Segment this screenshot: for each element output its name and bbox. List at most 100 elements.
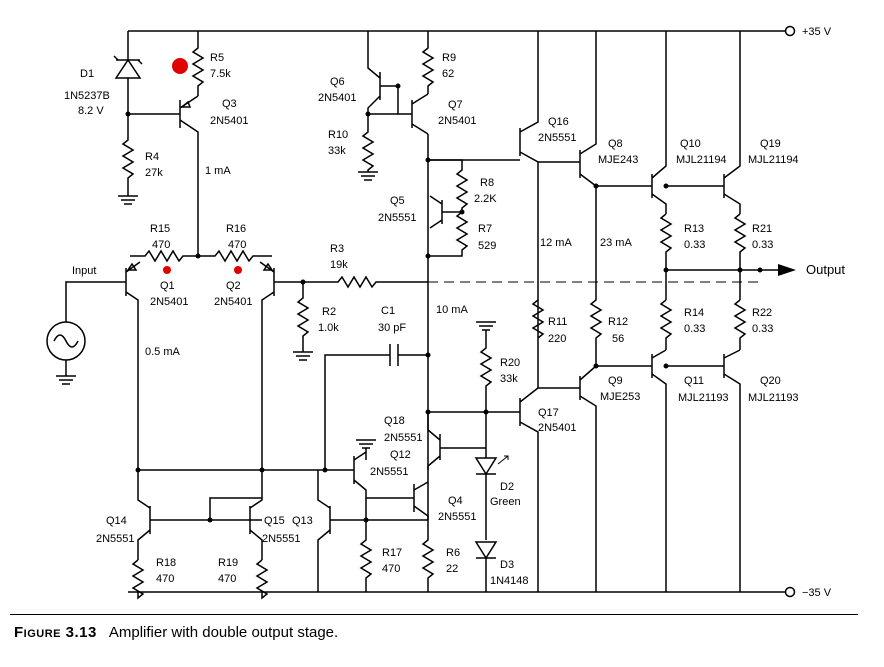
label-r22: R22 [752,307,772,319]
label-q14: Q14 [106,515,127,527]
label-q4: Q4 [448,495,463,507]
part-d1: 1N5237B [64,90,110,102]
label-q19: Q19 [760,138,781,150]
led-d2 [474,412,509,540]
transistor-q1 [110,261,141,470]
label-q12: Q12 [390,449,411,461]
value-r3: 19k [330,259,348,271]
part-q15: 2N5551 [262,533,301,545]
part-q11: MJL21193 [678,392,729,404]
output-q19 [666,31,741,214]
transistor-q4 [413,481,429,520]
part-q3: 2N5401 [210,115,249,127]
value-c1: 30 pF [378,322,406,334]
label-r18: R18 [156,557,176,569]
value-r2: 1.0k [318,322,339,334]
cascode-q18 [427,412,486,520]
transistor-q12 [325,439,414,499]
part-q2: 2N5401 [214,296,253,308]
caption-rule [10,614,858,615]
label-q13: Q13 [292,515,313,527]
label-r15: R15 [150,223,170,235]
part-q16: 2N5551 [538,132,577,144]
label-r8: R8 [480,177,494,189]
label-r9: R9 [442,52,456,64]
transistor-q3 [128,95,199,256]
label-q17: Q17 [538,407,559,419]
current-1ma: 1 mA [205,165,231,177]
part-q17: 2N5401 [538,422,577,434]
label-q20: Q20 [760,375,781,387]
label-q6: Q6 [330,76,345,88]
tail-wiring [137,469,325,488]
input-label: Input [72,265,96,277]
part-q14: 2N5551 [96,533,135,545]
feedback-r3 [290,275,428,289]
label-r10: R10 [328,129,348,141]
figure-caption-text: Amplifier with double output stage. [108,624,339,641]
label-d2: D2 [500,481,514,493]
rail-pos-label: +35 V [802,26,832,38]
driver-q17 [428,387,539,592]
label-q16: Q16 [548,116,569,128]
label-r6: R6 [446,547,460,559]
input-pair-wiring [130,249,272,263]
current-12ma: 12 mA [540,237,572,249]
part-q5: 2N5551 [378,212,417,224]
resistor-r17-r6 [359,498,435,592]
label-r13: R13 [684,223,704,235]
output-node [666,264,796,276]
label-r4: R4 [145,151,159,163]
part-q1: 2N5401 [150,296,189,308]
label-c1: C1 [381,305,395,317]
output-q11 [596,349,667,592]
diode-d3 [474,541,498,592]
part-q19: MJL21194 [748,154,799,166]
part-q20: MJL21193 [748,392,799,404]
amplifier-schematic: +35 V −35 V D1 1N5237B 8.2 V R4 27k R5 7… [46,25,845,600]
value-r13: 0.33 [684,239,705,251]
output-label: Output [806,262,845,277]
vbe-multiplier-q5 [428,159,469,257]
value-r7: 529 [478,240,496,252]
red-marker-r5 [172,58,188,74]
value-r21: 0.33 [752,239,773,251]
output-q10 [596,31,667,214]
transistor-q13 [317,470,428,592]
mirror-q6-q7 [358,31,435,181]
value-r10: 33k [328,145,346,157]
part-q18: 2N5551 [384,432,423,444]
label-r5: R5 [210,52,224,64]
current-10ma: 10 mA [436,304,468,316]
transistor-q14 [137,482,262,560]
resistor-r11 [531,299,545,339]
value-r4: 27k [145,167,163,179]
label-q1: Q1 [160,280,175,292]
resistor-r4 [118,114,138,205]
label-q5: Q5 [390,195,405,207]
rail-neg-label: −35 V [802,587,832,599]
output-q20 [666,349,741,592]
label-q7: Q7 [448,99,463,111]
part-d3: 1N4148 [490,575,529,587]
label-r20: R20 [500,357,520,369]
figure-number: Figure 3.13 [14,624,97,641]
value-r5: 7.5k [210,68,231,80]
label-r19: R19 [218,557,238,569]
rail-terminal-neg [784,586,796,598]
red-marker-q2 [234,266,242,274]
current-23ma: 23 mA [600,237,632,249]
resistor-r5 [191,31,205,96]
label-q9: Q9 [608,375,623,387]
driver-q16 [428,31,539,388]
label-r16: R16 [226,223,246,235]
label-q3: Q3 [222,98,237,110]
resistor-r20 [476,321,496,412]
transistor-q2 [259,261,290,470]
resistor-r12 [589,186,603,366]
value-r16: 470 [228,239,246,251]
predriver-q9 [538,365,597,592]
label-r7: R7 [478,223,492,235]
label-d1: D1 [80,68,94,80]
resistor-r2 [293,282,313,361]
